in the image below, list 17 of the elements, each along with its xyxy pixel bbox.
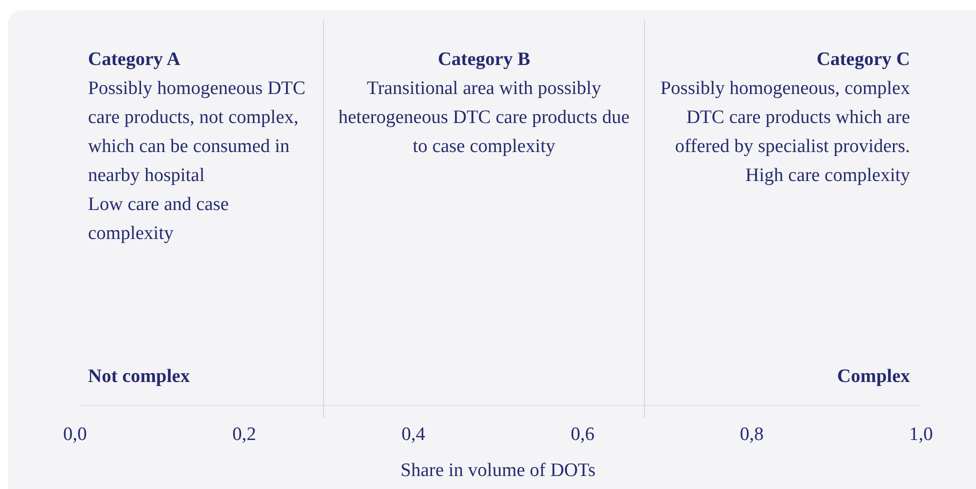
tick-label: 0,6 <box>570 423 594 447</box>
axis-title: Share in volume of DOTs <box>400 459 596 483</box>
tick-label: 0,8 <box>740 423 764 447</box>
category-description: Possibly homogeneous, complex DTC care products which are offered by specialist providers. High care complexity <box>659 77 911 188</box>
category-description: Transitional area with possibly heterogeneous DTC care products due to case complexity <box>337 77 631 159</box>
complexity-label: Complex <box>836 365 911 389</box>
complexity-label: Not complex <box>87 365 191 389</box>
tick-label: 0,2 <box>232 423 256 447</box>
category-heading: Category A <box>87 48 182 72</box>
category-heading: Category C <box>816 48 911 72</box>
tick-label: 1,0 <box>909 423 933 447</box>
category-description: Low care and case complexity <box>87 193 230 246</box>
category-heading: Category B <box>436 48 532 72</box>
tick-label: 0,4 <box>402 423 426 447</box>
category-band <box>323 20 645 418</box>
category-description: Possibly homogeneous DTC care products, not complex, which can be consumed in nearby hospital <box>87 77 306 188</box>
tick-label: 0,0 <box>63 423 87 447</box>
